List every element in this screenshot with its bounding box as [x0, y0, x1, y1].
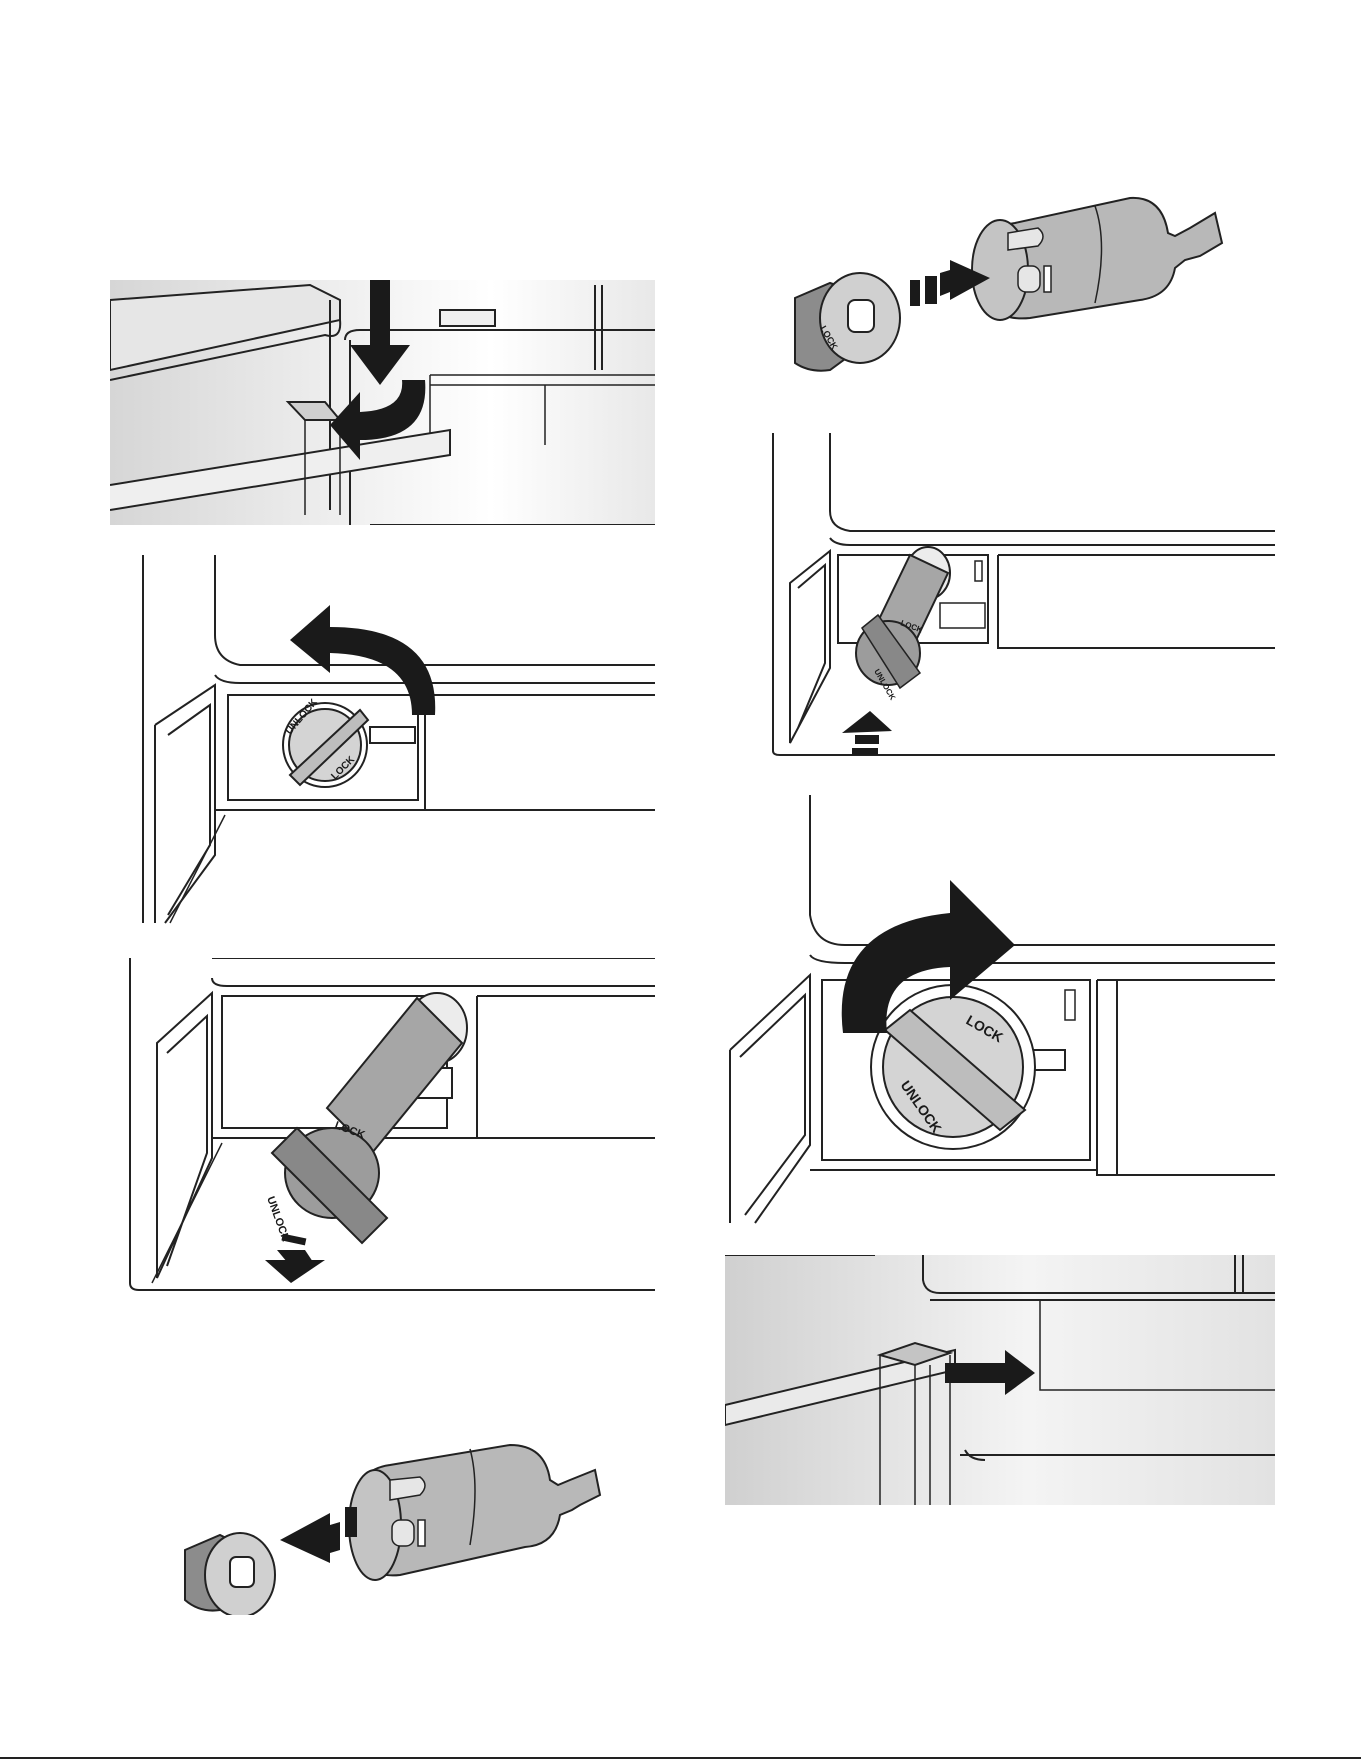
panel-lower-cover-press-down [110, 280, 655, 525]
panel-close-cover [725, 1255, 1275, 1505]
footer-rule [0, 1757, 1361, 1759]
panel-rotate-filter-cap-left: UNLOCK LOCK [140, 555, 655, 925]
panel-rotate-filter-cap-right: LOCK UNLOCK [725, 795, 1275, 1225]
panel-remove-cap-from-old-filter [180, 1425, 610, 1615]
panel-pull-filter-out: LOCK UNLOCK [127, 958, 655, 1293]
left-arrow-icon [280, 1507, 357, 1563]
panel-attach-cap-to-new-filter: LOCK [790, 188, 1230, 378]
pull-down-arrow-icon [265, 1234, 325, 1283]
up-arrow-icon [842, 711, 892, 755]
panel-insert-new-filter: LOCK UNLOCK [770, 433, 1275, 760]
